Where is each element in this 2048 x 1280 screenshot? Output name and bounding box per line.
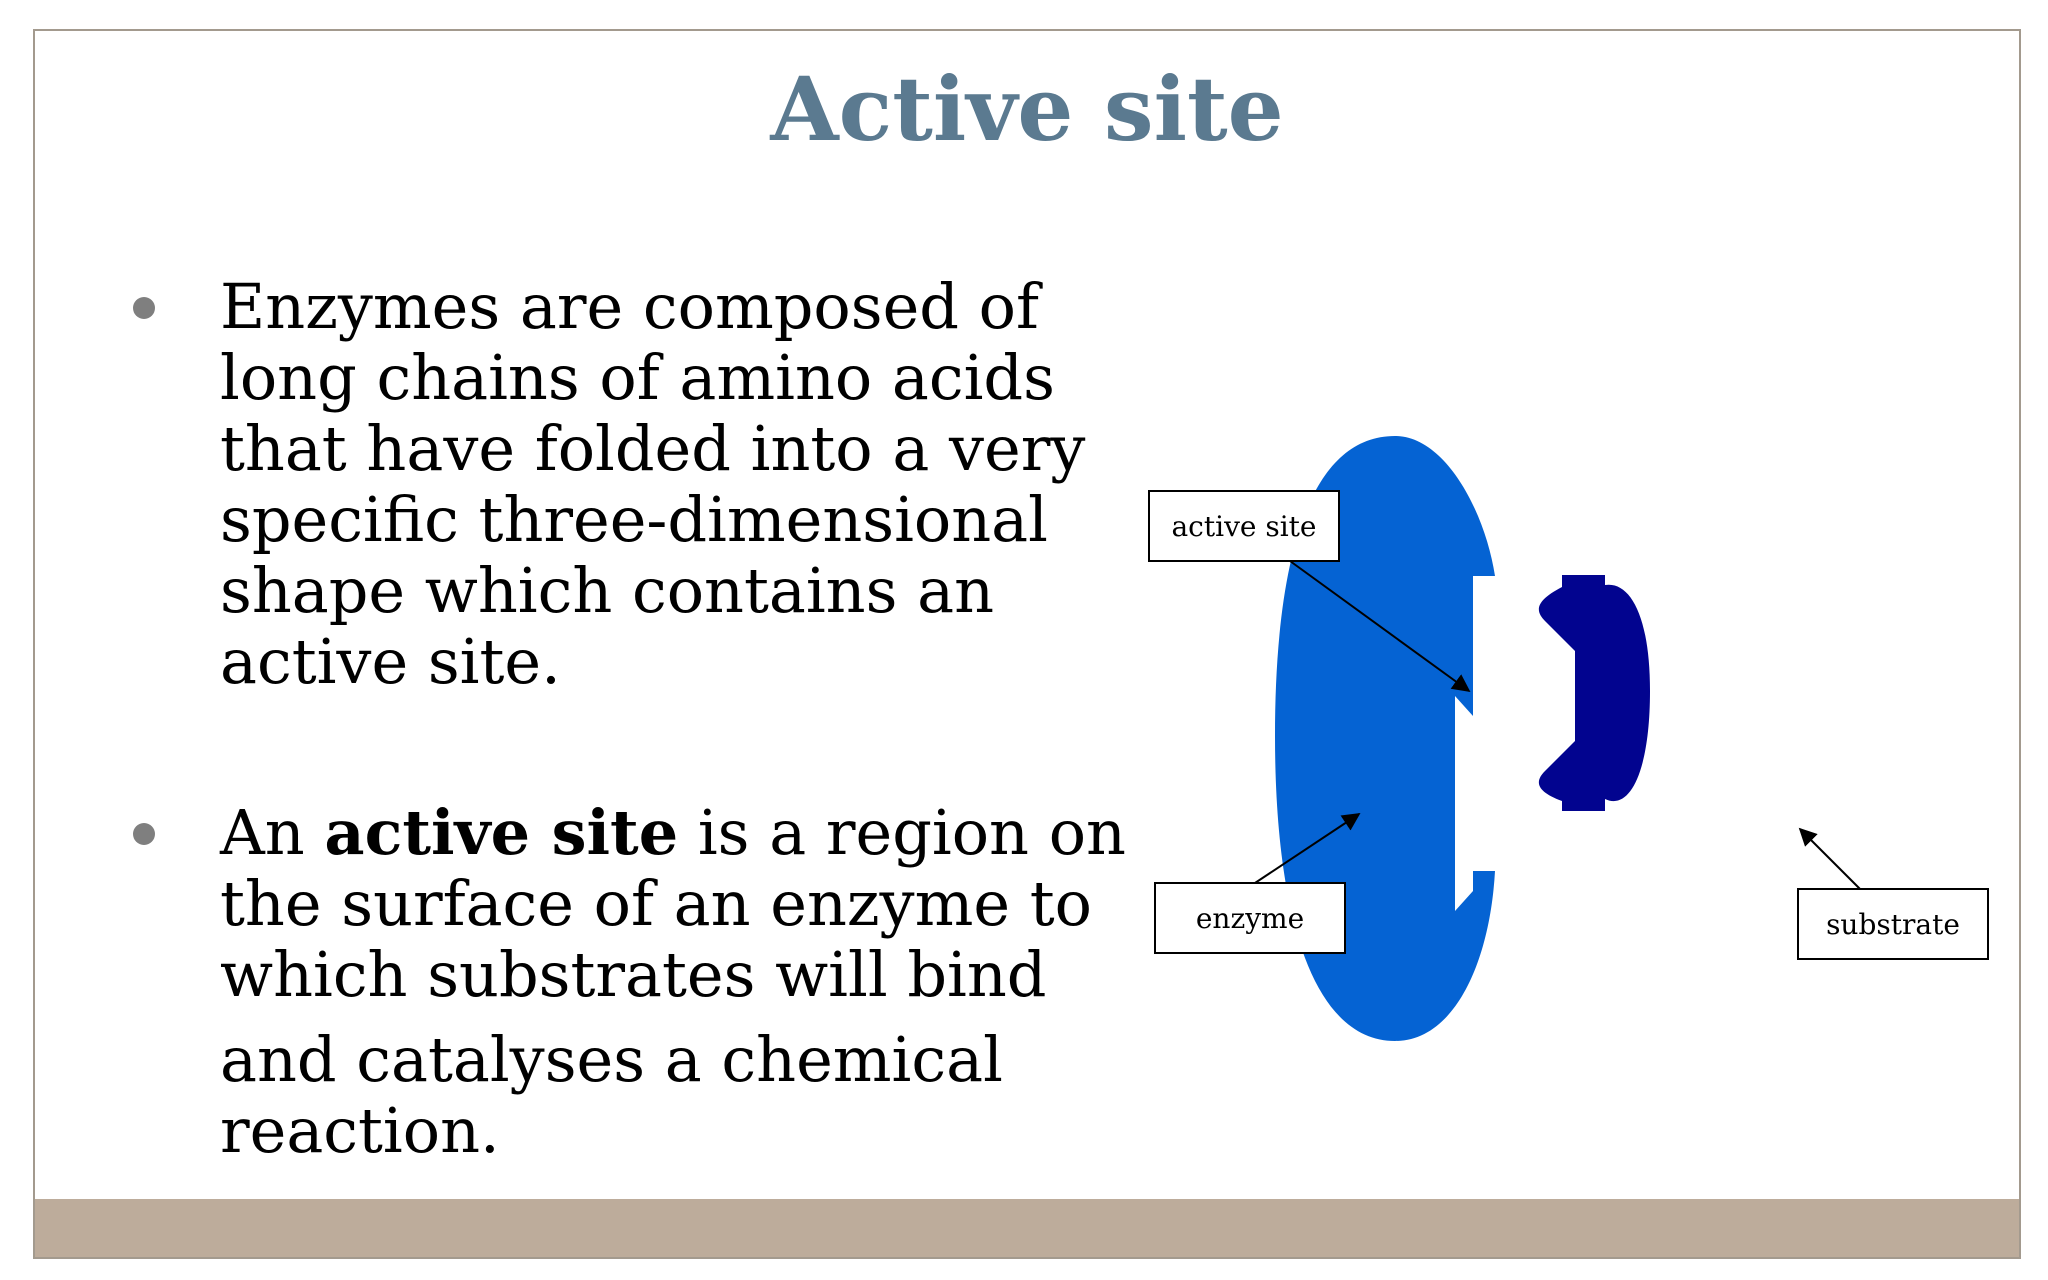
bullet-text-enzymes: Enzymes are composed of long chains of a… xyxy=(220,270,1086,698)
bullet-item-enzymes: Enzymes are composed of long chains of a… xyxy=(125,271,1135,697)
slide: Active site Enzymes are composed of long… xyxy=(33,29,2021,1259)
arrow-active-site xyxy=(1289,560,1471,693)
label-active-site-text: active site xyxy=(1171,510,1316,543)
bullet-text-tail: and catalyses a chemical reaction. xyxy=(220,1023,1003,1167)
label-active-site: active site xyxy=(1148,490,1340,562)
label-enzyme: enzyme xyxy=(1154,882,1346,954)
bullet-list: Enzymes are composed of long chains of a… xyxy=(125,271,1135,1166)
bullet-dot-icon xyxy=(133,297,155,319)
slide-title: Active site xyxy=(770,57,1284,161)
substrate-shape xyxy=(1538,575,1650,811)
bullet-text-rest: is a region on the surface of an enzyme … xyxy=(220,796,1126,1011)
bullet-text-bold-term: active site xyxy=(324,796,679,869)
arrow-substrate xyxy=(1798,827,1861,890)
label-enzyme-text: enzyme xyxy=(1196,902,1304,935)
bullet-text-active-site: An active site is a region on the surfac… xyxy=(220,796,1135,1166)
bullet-text-lead: An xyxy=(220,796,325,869)
footer-band xyxy=(35,1199,2019,1257)
bullet-item-active-site: An active site is a region on the surfac… xyxy=(125,797,1135,1166)
label-substrate: substrate xyxy=(1797,888,1989,960)
label-substrate-text: substrate xyxy=(1826,908,1960,941)
bullet-dot-icon xyxy=(133,823,155,845)
arrow-enzyme xyxy=(1254,813,1361,884)
enzyme-substrate-diagram: active site enzyme substrate xyxy=(1148,436,1989,1041)
